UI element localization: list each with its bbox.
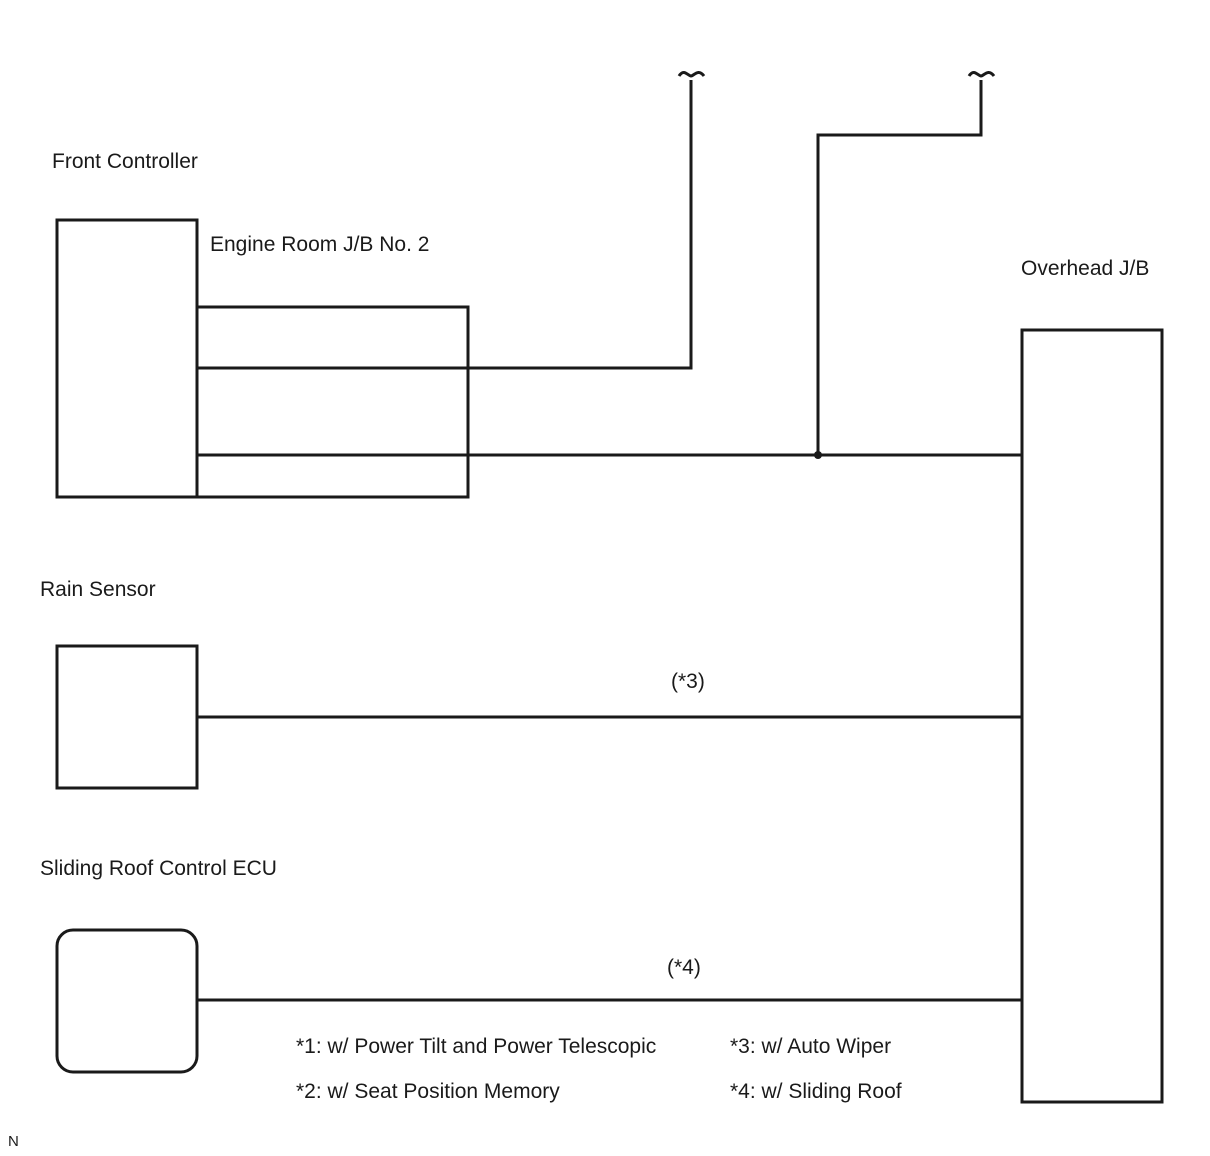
engine-room-jb-label: Engine Room J/B No. 2 bbox=[210, 233, 430, 256]
wire-junction-branch bbox=[816, 80, 983, 455]
overhead-jb-label: Overhead J/B bbox=[1021, 257, 1150, 280]
footnote-2: *2: w/ Seat Position Memory bbox=[296, 1080, 560, 1103]
sliding-roof-ecu-box bbox=[55, 928, 199, 1074]
rain-sensor-label: Rain Sensor bbox=[40, 578, 156, 601]
engine-room-jb-box bbox=[195, 305, 470, 499]
sliding-roof-ecu-label: Sliding Roof Control ECU bbox=[40, 857, 277, 880]
wire-break-symbol-1 bbox=[677, 70, 706, 78]
wire-break-symbol-2 bbox=[967, 70, 996, 78]
junction-dot bbox=[814, 451, 822, 459]
front-controller-box bbox=[55, 218, 199, 499]
rain-sensor-wire-tag: (*3) bbox=[671, 670, 705, 693]
wire-upper-branch bbox=[197, 80, 693, 370]
rain-sensor-box bbox=[55, 644, 199, 790]
figure-code: N bbox=[8, 1133, 19, 1150]
footnote-1: *1: w/ Power Tilt and Power Telescopic bbox=[296, 1035, 657, 1058]
footnote-3: *3: w/ Auto Wiper bbox=[730, 1035, 892, 1058]
overhead-jb-box bbox=[1020, 328, 1164, 1104]
sliding-roof-wire-tag: (*4) bbox=[667, 956, 701, 979]
footnote-4: *4: w/ Sliding Roof bbox=[730, 1080, 902, 1103]
front-controller-label: Front Controller bbox=[52, 150, 198, 173]
